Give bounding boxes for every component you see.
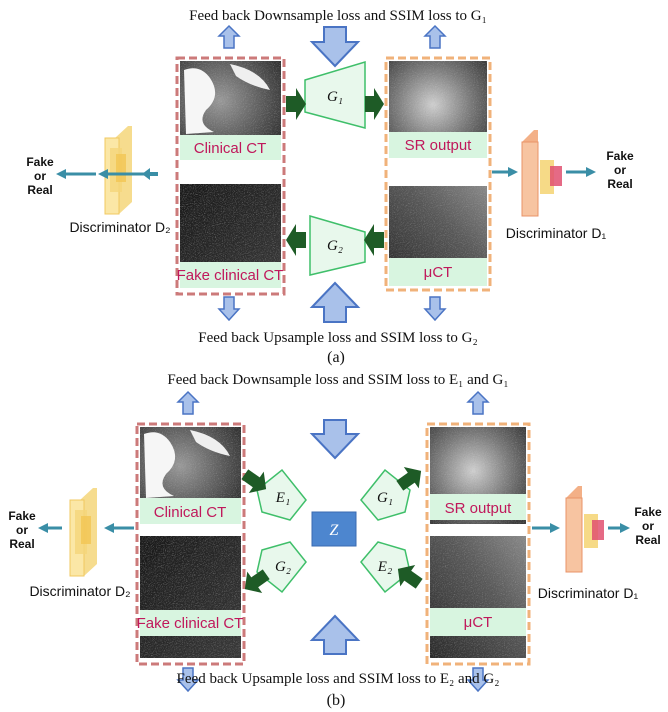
arrow-up-right-icon <box>396 467 422 491</box>
right-image-frame <box>384 56 492 292</box>
label-box <box>140 610 241 636</box>
feedback-up-arrow-left <box>176 390 200 415</box>
fake-real-right-2: or <box>642 519 654 533</box>
arrow-right-icon <box>586 167 596 177</box>
discriminator-d1-label: Discriminator D₁ <box>506 225 607 241</box>
panel-a: Feed back Downsample loss and SSIM loss … <box>26 8 634 366</box>
generator-g1-label: G₁ <box>377 490 393 506</box>
latent-z-box <box>311 511 357 547</box>
arrow-left-icon <box>56 169 66 179</box>
feedback-down-arrow-right <box>423 296 447 322</box>
discriminator-d2-label: Discriminator D₂ <box>29 583 130 599</box>
fake-real-left-1: Fake <box>8 509 36 523</box>
panel-b-top-caption: Feed back Downsample loss and SSIM loss … <box>167 372 508 388</box>
label-box <box>389 132 487 158</box>
label-box <box>140 498 241 524</box>
label-fake-clinical-ct: Fake clinical CT <box>137 615 244 632</box>
arrow-right-icon <box>508 167 518 177</box>
arrow-left-icon <box>364 224 384 256</box>
clinical-ct-bone-shape <box>184 68 216 134</box>
clinical-ct-bone-shape <box>144 432 176 498</box>
arrow-right-icon <box>550 523 560 533</box>
fake-clinical-ct-image <box>140 536 241 658</box>
latent-z-label: Z <box>330 522 340 539</box>
fake-real-right-3: Real <box>607 177 632 191</box>
generator-g1-label: G₁ <box>327 89 343 105</box>
panel-a-bottom-caption: Feed back Upsample loss and SSIM loss to… <box>198 330 477 346</box>
encoder-e2-shape <box>360 541 411 594</box>
generator-g2-shape <box>309 215 366 276</box>
label-micro-ct: μCT <box>464 614 493 631</box>
fake-real-left-3: Real <box>27 183 52 197</box>
discriminator-d1-label: Discriminator D₁ <box>538 585 639 601</box>
clinical-ct-bone-shape-2 <box>190 430 230 456</box>
arrow-down-left-icon <box>244 569 270 593</box>
arrow-right-icon <box>620 523 630 533</box>
arrow-down-right-icon <box>241 469 267 493</box>
feedback-up-arrow-right <box>466 390 490 415</box>
arrow-left-icon <box>286 224 306 256</box>
label-fake-clinical-ct: Fake clinical CT <box>177 267 284 284</box>
discriminator-d2-icon <box>69 488 97 577</box>
right-image-frame <box>425 422 531 666</box>
feedback-down-arrow-big <box>309 419 361 460</box>
fake-real-right-1: Fake <box>634 505 662 519</box>
panel-a-sublabel: (a) <box>327 349 345 366</box>
left-image-frame <box>175 56 286 296</box>
panel-b: Feed back Downsample loss and SSIM loss … <box>8 372 662 709</box>
panel-b-bottom-caption: Feed back Upsample loss and SSIM loss to… <box>177 671 500 687</box>
panel-b-sublabel: (b) <box>327 692 346 709</box>
label-clinical-ct: Clinical CT <box>194 140 267 157</box>
fake-real-left-2: or <box>34 169 46 183</box>
label-box <box>389 258 487 286</box>
encoder-e2-label: E₂ <box>377 559 392 575</box>
feedback-up-arrow-right <box>423 24 447 49</box>
discriminator-d1-icon <box>521 130 562 217</box>
arrow-right-icon <box>365 88 384 120</box>
feedback-down-arrow-big <box>309 26 361 68</box>
label-box <box>180 262 281 288</box>
label-sr-output: SR output <box>445 500 513 517</box>
label-sr-output: SR output <box>405 137 473 154</box>
label-box <box>430 608 526 636</box>
feedback-down-arrow-left <box>217 296 241 322</box>
label-micro-ct: μCT <box>424 264 453 281</box>
generator-g2-shape <box>256 541 307 594</box>
label-clinical-ct: Clinical CT <box>154 504 227 521</box>
panel-a-top-caption: Feed back Downsample loss and SSIM loss … <box>189 8 487 24</box>
fake-real-right-2: or <box>614 163 626 177</box>
arrow-left-icon <box>38 523 48 533</box>
arrow-up-left-icon <box>397 565 423 589</box>
discriminator-d2-label: Discriminator D₂ <box>69 219 170 235</box>
arrow-left-icon <box>98 169 108 179</box>
label-box <box>430 494 526 520</box>
fake-real-left-1: Fake <box>26 155 54 169</box>
discriminator-d2-icon <box>104 126 132 215</box>
fake-real-left-2: or <box>16 523 28 537</box>
fake-real-left-3: Real <box>9 537 34 551</box>
generator-g2-label: G₂ <box>275 559 291 575</box>
left-image-frame <box>135 422 246 666</box>
fake-real-right-1: Fake <box>606 149 634 163</box>
arrow-right-icon <box>286 88 306 120</box>
encoder-e1-shape <box>256 468 307 521</box>
clinical-ct-bone-shape-2 <box>230 64 270 90</box>
generator-g2-label: G₂ <box>327 238 343 254</box>
feedback-down-arrow-left <box>176 667 200 693</box>
fake-real-right-3: Real <box>635 533 660 547</box>
feedback-up-arrow-big <box>309 281 361 323</box>
feedback-up-arrow-big <box>309 614 361 655</box>
discriminator-d1-icon <box>565 486 604 573</box>
feedback-up-arrow-left <box>217 24 241 49</box>
arrow-left-icon <box>104 523 114 533</box>
generator-g1-shape <box>304 60 366 129</box>
encoder-e1-label: E₁ <box>275 490 290 506</box>
micro-ct-image <box>430 536 526 658</box>
feedback-down-arrow-right <box>466 667 490 693</box>
label-box <box>180 135 281 160</box>
